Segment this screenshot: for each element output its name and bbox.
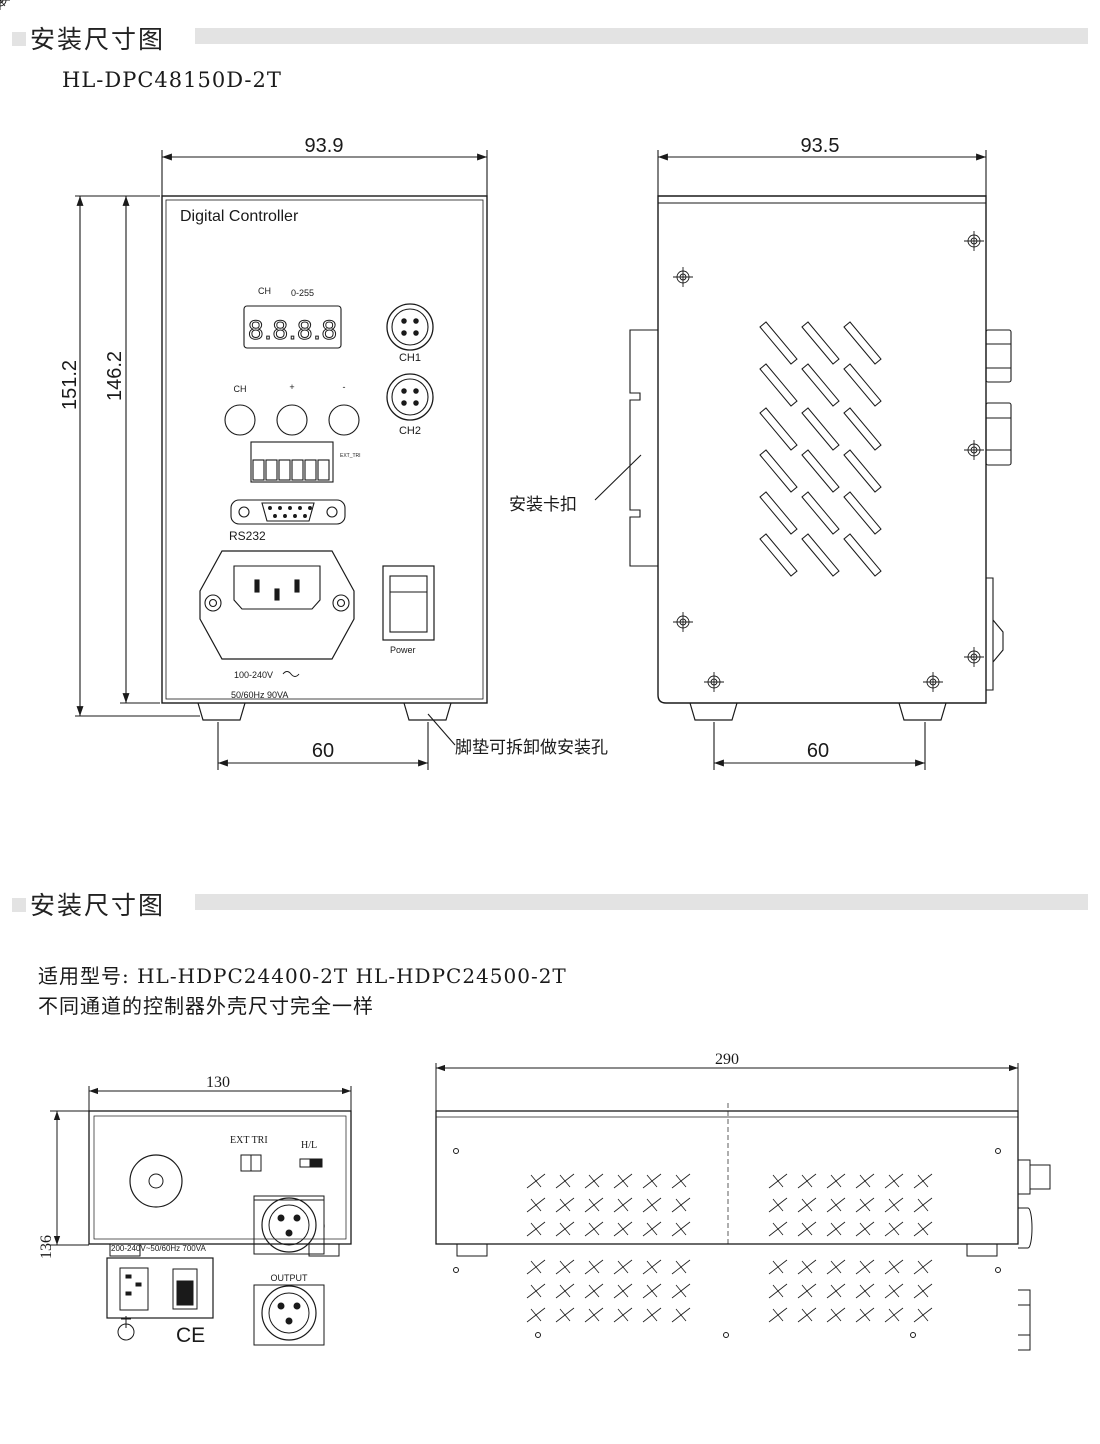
ce-mark: CE	[176, 1324, 205, 1347]
width-dim-label: 93.9	[305, 135, 344, 157]
seven-seg-display	[243, 305, 342, 349]
front-view-2	[50, 1086, 352, 1346]
header-bar	[195, 894, 1088, 910]
side-connector-bottom	[985, 402, 1012, 466]
screws	[0, 0, 985, 693]
mounting-clip	[629, 329, 658, 567]
ext-tri-label: EXT_TRI	[340, 453, 361, 459]
side-switch-housing	[986, 577, 994, 691]
rs232-label: RS232	[229, 529, 266, 543]
vent-slots	[759, 321, 882, 577]
power-switch	[382, 565, 435, 641]
outer-height-dim-label: 151.2	[59, 360, 81, 410]
display-digits: 8.8.8.8	[248, 315, 338, 345]
ac-symbol-icon	[282, 671, 300, 677]
side-connector-top	[985, 329, 1012, 383]
hl-label: H/L	[301, 1140, 317, 1151]
minus-button	[328, 404, 360, 436]
output-label: OUTPUT	[271, 1273, 309, 1283]
model-name: HL-DPC48150D-2T	[62, 68, 282, 92]
section-title-2: 安装尺寸图	[30, 891, 166, 920]
btn-ch-label: CH	[234, 384, 247, 394]
power-module	[106, 1257, 214, 1319]
front-view-1	[75, 150, 488, 770]
output-connector-bottom	[261, 1285, 317, 1341]
section-header-1: 安装尺寸图	[0, 18, 1100, 62]
side-housing	[657, 195, 987, 704]
ch-label: CH	[258, 286, 271, 296]
same-size-note: 不同通道的控制器外壳尺寸完全一样	[38, 994, 374, 1018]
output-connector-top	[261, 1197, 317, 1253]
side-view-1	[0, 0, 1012, 770]
btn-plus-label: +	[289, 382, 294, 392]
foot-dim-label: 60	[312, 740, 334, 762]
power-inlet	[199, 550, 355, 660]
fig2-height-label: 136	[38, 1235, 55, 1259]
section-title-1: 安装尺寸图	[30, 25, 166, 54]
hl-switch	[299, 1158, 323, 1168]
header-bar	[195, 28, 1088, 44]
plus-button	[276, 404, 308, 436]
section-header-2: 安装尺寸图	[0, 884, 1100, 928]
range-label: 0-255	[291, 288, 314, 298]
terminal-block	[250, 441, 334, 483]
fig2-width-label: 130	[206, 1074, 230, 1091]
ch1-connector	[386, 303, 434, 351]
voltage-label: 100-240V	[234, 670, 273, 680]
clip-note: 安装卡扣	[509, 495, 577, 515]
front-housing	[161, 195, 488, 704]
ext-tri-label-2: EXT TRI	[230, 1135, 268, 1146]
fig2-depth-label: 290	[715, 1051, 739, 1068]
power-label: Power	[390, 645, 416, 655]
ch2-label: CH2	[399, 425, 421, 437]
rs232-port	[230, 499, 346, 525]
ch1-label: CH1	[399, 352, 421, 364]
feet-note: 脚垫可拆卸做安装孔	[455, 738, 608, 758]
vent-crosses-2	[0, 0, 933, 1322]
foot-right	[403, 702, 452, 721]
ch2-connector	[386, 373, 434, 421]
depth-dim-label: 93.5	[801, 135, 840, 157]
panel-title: Digital Controller	[180, 208, 299, 225]
inner-height-dim-label: 146.2	[104, 351, 126, 401]
side-view-2	[0, 0, 1051, 1351]
header-marker	[12, 32, 26, 46]
freq-label: 50/60Hz 90VA	[231, 690, 288, 700]
rating-label: 200-240V~50/60Hz 700VA	[111, 1244, 206, 1253]
header-marker	[12, 898, 26, 912]
foot-left	[197, 702, 246, 721]
side-foot-dim-label: 60	[807, 740, 829, 762]
ch-button	[224, 404, 256, 436]
btn-minus-label: -	[343, 382, 346, 392]
knob	[129, 1154, 183, 1208]
applicable-models: 适用型号: HL-HDPC24400-2T HL-HDPC24500-2T	[38, 964, 567, 988]
